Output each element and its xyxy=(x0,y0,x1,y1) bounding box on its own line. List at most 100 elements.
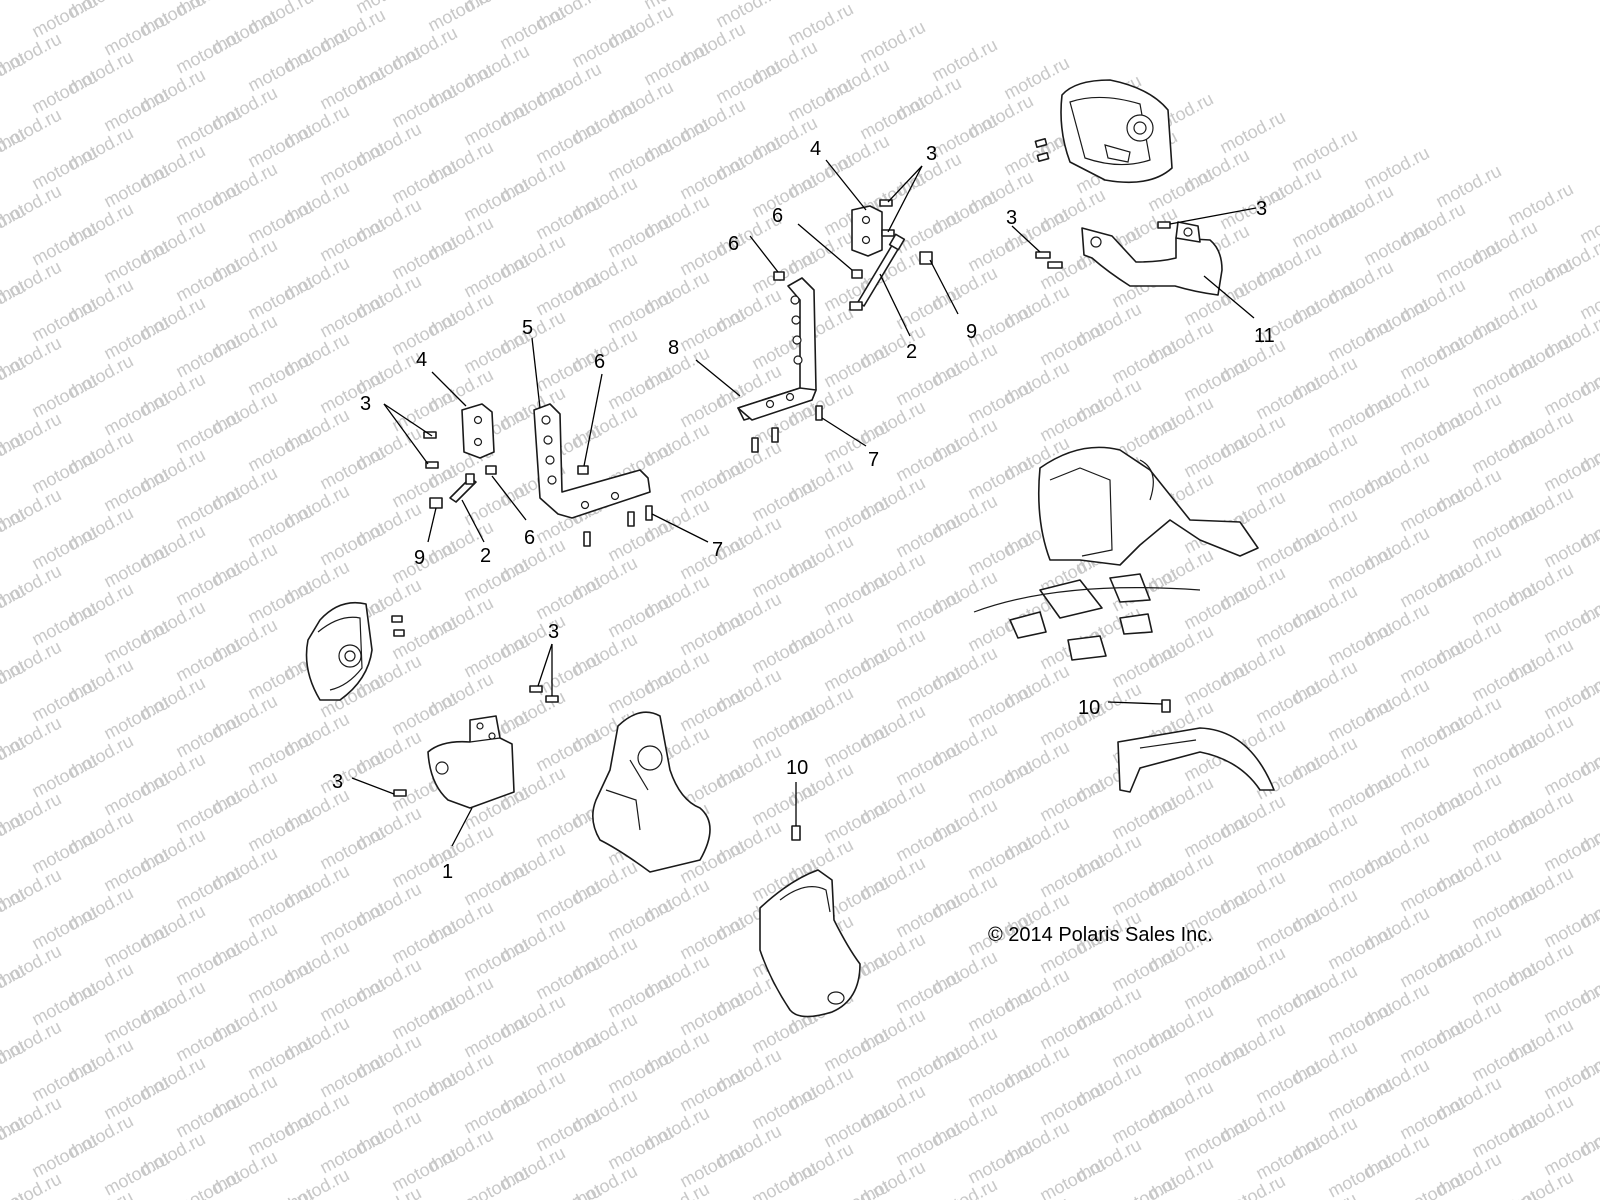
callout-9-left: 9 xyxy=(414,547,425,569)
body-panel-center xyxy=(759,869,861,1018)
watermark-text: motod.ru xyxy=(748,703,820,754)
watermark-text: motod.ru xyxy=(676,913,748,964)
watermark-text: motod.ru xyxy=(388,461,460,512)
callout-10-center: 10 xyxy=(786,757,808,779)
watermark-text: motod.ru xyxy=(1396,561,1468,612)
watermark-text: motod.ru xyxy=(1180,431,1252,482)
screws-part-3-bracket1 xyxy=(393,685,559,797)
watermark-text: motod.ru xyxy=(532,573,604,624)
callout-2-top: 2 xyxy=(906,341,917,363)
watermark-text: motod.ru xyxy=(532,269,604,320)
screw-pair-left xyxy=(391,615,405,637)
watermark-text: motod.ru xyxy=(172,711,244,762)
callout-6-left: 6 xyxy=(524,527,535,549)
watermark-text: motod.ru xyxy=(172,483,244,534)
watermark-text: motod.ru xyxy=(1324,1151,1396,1200)
watermark-text: motod.ru xyxy=(1396,713,1468,764)
watermark-text: motod.ru xyxy=(964,529,1036,580)
bracket-part-8 xyxy=(737,277,817,421)
watermark-text: motod.ru xyxy=(1468,579,1540,630)
watermark-text: motod.ru xyxy=(964,225,1036,276)
watermark-text: motod.ru xyxy=(1252,829,1324,880)
watermark-text: motod.ru xyxy=(28,447,100,498)
watermark-text: motod.ru xyxy=(820,569,892,620)
watermark-text: motod.ru xyxy=(244,197,316,248)
watermark-text: motod.ru xyxy=(100,693,172,744)
watermark-text: motod.ru xyxy=(1396,333,1468,384)
watermark-text: motod.ru xyxy=(316,215,388,266)
watermark-text: motod.ru xyxy=(172,331,244,382)
watermark-text: motod.ru xyxy=(100,465,172,516)
watermark-text: motod.ru xyxy=(964,757,1036,808)
watermark-text: motod.ru xyxy=(244,501,316,552)
watermark-text: motod.ru xyxy=(28,675,100,726)
watermark-text: motod.ru xyxy=(1036,1079,1108,1130)
watermark-text: motod.ru xyxy=(244,273,316,324)
watermark-text: motod.ru xyxy=(1180,583,1252,634)
watermark-text: motod.ru xyxy=(172,1091,244,1142)
callout-3-top: 3 xyxy=(926,143,937,165)
watermark-text: motod.ru xyxy=(1252,981,1324,1032)
watermark-text: motod.ru xyxy=(676,989,748,1040)
watermark-text: motod.ru xyxy=(604,667,676,718)
watermark-text: motod.ru xyxy=(28,523,100,574)
bolt-part-2-top xyxy=(849,233,906,311)
watermark-text: motod.ru xyxy=(1324,1075,1396,1126)
watermark-text: motod.ru xyxy=(496,3,568,54)
watermark-text: motod.ru xyxy=(172,635,244,686)
watermark-text: motod.ru xyxy=(388,233,460,284)
watermark-text: motod.ru xyxy=(100,1149,172,1200)
watermark-text: motod.ru xyxy=(1468,351,1540,402)
callout-6-bracket8: 6 xyxy=(728,233,739,255)
watermark-text: motod.ru xyxy=(28,295,100,346)
watermark-text: motod.ru xyxy=(532,1181,604,1200)
watermark-text: motod.ru xyxy=(676,153,748,204)
watermark-text: motod.ru xyxy=(100,9,172,60)
watermark-text: motod.ru xyxy=(100,845,172,896)
callout-9-top: 9 xyxy=(966,321,977,343)
watermark-text: motod.ru xyxy=(0,0,65,4)
watermark-text: motod.ru xyxy=(1540,1129,1600,1180)
watermark-text: motod.ru xyxy=(532,1029,604,1080)
watermark-text: motod.ru xyxy=(1108,641,1180,692)
watermark-text: motod.ru xyxy=(820,797,892,848)
watermark-text: motod.ru xyxy=(676,1065,748,1116)
watermark-text: motod.ru xyxy=(100,997,172,1048)
watermark-text: motod.ru xyxy=(1504,255,1576,306)
pad-part-4-top xyxy=(851,205,883,257)
watermark-text: motod.ru xyxy=(316,747,388,798)
watermark-text: motod.ru xyxy=(1180,355,1252,406)
watermark-text: motod.ru xyxy=(316,139,388,190)
watermark-text: motod.ru xyxy=(820,1101,892,1152)
watermark-text: motod.ru xyxy=(640,1179,712,1200)
spacer-part-9-left xyxy=(429,497,443,509)
watermark-text: motod.ru xyxy=(1252,1133,1324,1184)
watermark-text: motod.ru xyxy=(604,135,676,186)
watermark-text: motod.ru xyxy=(1396,485,1468,536)
watermark-text: motod.ru xyxy=(460,555,532,606)
watermark-text: motod.ru xyxy=(1396,1169,1468,1200)
watermark-text: motod.ru xyxy=(0,0,29,24)
watermark-text: motod.ru xyxy=(1252,449,1324,500)
watermark-text: motod.ru xyxy=(460,1011,532,1062)
watermark-text: motod.ru xyxy=(568,21,640,72)
watermark-text: motod.ru xyxy=(1360,143,1432,194)
callout-4-left: 4 xyxy=(416,349,427,371)
watermark-text: motod.ru xyxy=(1540,901,1600,952)
watermark-text: motod.ru xyxy=(1288,1189,1360,1200)
screw-part-10-center xyxy=(791,825,801,841)
watermark-text: motod.ru xyxy=(1540,597,1600,648)
watermark-text: motod.ru xyxy=(928,1175,1000,1200)
watermark-text: motod.ru xyxy=(532,725,604,776)
watermark-text: motod.ru xyxy=(964,453,1036,504)
watermark-text: motod.ru xyxy=(316,63,388,114)
watermark-text: motod.ru xyxy=(1288,201,1360,252)
watermark-text: motod.ru xyxy=(388,917,460,968)
watermark-text: motod.ru xyxy=(100,921,172,972)
watermark-text: motod.ru xyxy=(1324,315,1396,366)
copyright-notice: © 2014 Polaris Sales Inc. xyxy=(988,924,1213,946)
watermark-text: motod.ru xyxy=(1324,847,1396,898)
watermark-text: motod.ru xyxy=(28,1131,100,1182)
watermark-text: motod.ru xyxy=(1288,125,1360,176)
watermark-text: motod.ru xyxy=(604,515,676,566)
